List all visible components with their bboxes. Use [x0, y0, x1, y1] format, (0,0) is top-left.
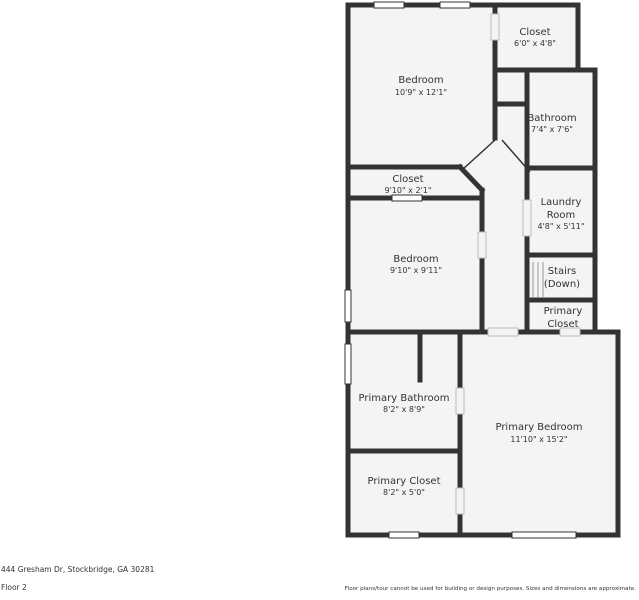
- room-name-primary-bedroom: Primary Bedroom: [495, 422, 582, 433]
- room-dims-primary-bathroom: 8'2" x 8'9": [383, 405, 425, 414]
- room-dims-primary-bedroom: 11'10" x 15'2": [510, 435, 567, 444]
- room-dims-bedroom-2: 9'10" x 9'11": [390, 266, 442, 275]
- floor-label: Floor 2: [1, 583, 27, 592]
- hall-angles: [461, 139, 531, 173]
- room-dims-bathroom: 7'4" x 7'6": [531, 125, 573, 134]
- room-name-bathroom: Bathroom: [527, 113, 576, 124]
- stair-treads: [532, 262, 544, 297]
- room-name-primary-closet-small-1: Primary: [544, 306, 583, 317]
- room-name-closet-1: Closet: [519, 27, 550, 38]
- room-dims-closet-1: 6'0" x 4'8": [514, 39, 556, 48]
- room-name-primary-bathroom: Primary Bathroom: [359, 393, 450, 404]
- room-dims-bedroom-1: 10'9" x 12'1": [395, 88, 447, 97]
- room-name-primary-closet: Primary Closet: [368, 476, 441, 487]
- room-name-closet-2: Closet: [392, 174, 423, 185]
- room-name-bedroom-2: Bedroom: [393, 254, 438, 265]
- room-name-laundry-1: Laundry: [541, 197, 582, 208]
- room-name-bedroom-1: Bedroom: [398, 75, 443, 86]
- room-name-stairs-2: (Down): [544, 279, 580, 290]
- windows: [344, 1, 577, 539]
- address-text: 444 Gresham Dr, Stockbridge, GA 30281: [1, 565, 155, 574]
- room-dims-primary-closet: 8'2" x 5'0": [383, 488, 425, 497]
- room-dims-laundry: 4'8" x 5'11": [537, 222, 584, 231]
- floor-plan: Bedroom 10'9" x 12'1" Closet 6'0" x 4'8"…: [344, 1, 621, 539]
- room-name-primary-closet-small-2: Closet: [547, 319, 578, 330]
- room-name-stairs-1: Stairs: [548, 266, 577, 277]
- door-openings: [455, 13, 581, 515]
- room-name-laundry-2: Room: [547, 210, 575, 221]
- room-dims-closet-2: 9'10" x 2'1": [384, 186, 431, 195]
- disclaimer-text: Floor plans/tour cannot be used for buil…: [344, 586, 636, 592]
